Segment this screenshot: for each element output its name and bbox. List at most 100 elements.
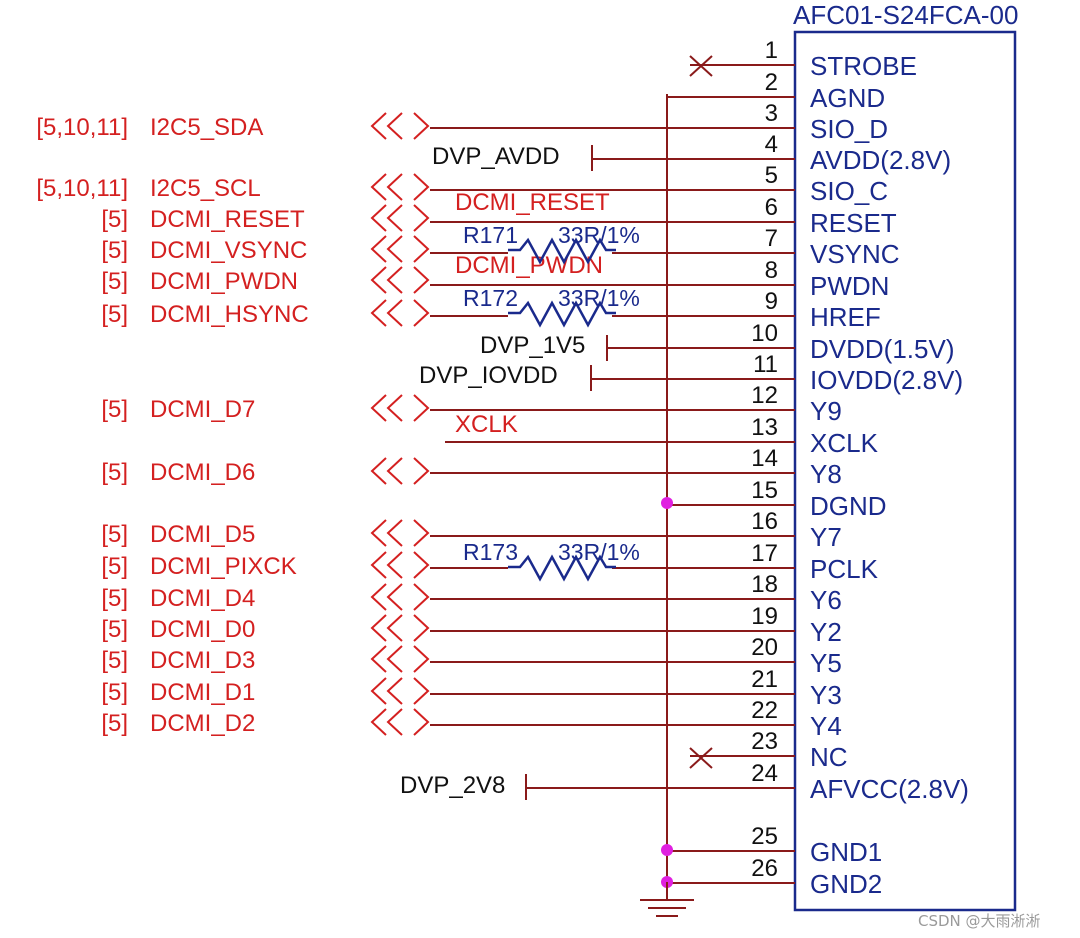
net-dcmi-d6: [5]DCMI_D6 <box>101 457 430 486</box>
connector-chevron <box>370 519 387 547</box>
net-dcmi-d2: [5]DCMI_D2 <box>101 708 430 737</box>
connector-chevron <box>370 677 387 705</box>
net-name: DCMI_RESET <box>150 206 305 233</box>
pin-name: Y6 <box>810 585 842 615</box>
wire-label-xclk: XCLK <box>455 411 518 438</box>
pin-name: NC <box>810 742 848 772</box>
connector-chevron <box>370 457 387 485</box>
net-ref: [5,10,11] <box>36 114 128 141</box>
pin-number: 17 <box>751 540 778 567</box>
net-dcmi-d4: [5]DCMI_D4 <box>101 583 430 612</box>
pin-name: Y4 <box>810 711 842 741</box>
connector-chevron <box>370 299 387 327</box>
net-ref: [5] <box>101 459 128 486</box>
pin-name: HREF <box>810 302 881 332</box>
pin-number: 16 <box>751 508 778 535</box>
pin-name: GND2 <box>810 869 882 899</box>
connector-chevron <box>413 112 430 140</box>
resistor-ref: R171 <box>463 222 518 248</box>
pin-name: PCLK <box>810 554 879 584</box>
pin-number: 20 <box>751 634 778 661</box>
net-dcmi-pwdn: [5] DCMI_PWDN <box>101 266 430 295</box>
pin-number: 2 <box>765 69 778 96</box>
pin-number: 22 <box>751 697 778 724</box>
connector-chevron <box>413 235 430 263</box>
net-dcmi-d7: [5]DCMI_D7 <box>101 394 430 423</box>
net-ref: [5] <box>101 268 128 295</box>
connector-chevron <box>386 519 403 547</box>
connector-chevron <box>413 551 430 579</box>
resistor-r172: R172 33R/1% <box>463 285 640 328</box>
connector-chevron <box>413 173 430 201</box>
connector-chevron <box>413 266 430 294</box>
power-label: DVP_1V5 <box>480 332 585 359</box>
net-ref: [5] <box>101 647 128 674</box>
net-name: DCMI_D4 <box>150 585 255 612</box>
connector-chevron <box>413 519 430 547</box>
pin-name: Y8 <box>810 459 842 489</box>
connector-chevron <box>413 583 430 611</box>
connector-chevron <box>413 614 430 642</box>
pin-number: 25 <box>751 823 778 850</box>
net-dcmi-vsync: [5]DCMI_VSYNC <box>101 235 430 264</box>
connector-chevron <box>413 457 430 485</box>
connector-chevron <box>386 394 403 422</box>
pin-number: 4 <box>765 131 778 158</box>
connector-chevron <box>386 457 403 485</box>
connector-chevron <box>386 645 403 673</box>
pins-layer: 1STROBE2AGND3SIO_D4AVDD(2.8V)5SIO_C6RESE… <box>751 37 969 899</box>
wire-label-pwdn: DCMI_PWDN <box>455 252 603 279</box>
pin-number: 18 <box>751 571 778 598</box>
net-dcmi-d5: [5]DCMI_D5 <box>101 519 430 548</box>
pin-name: Y7 <box>810 522 842 552</box>
connector-chevron <box>370 204 387 232</box>
net-name: DCMI_VSYNC <box>150 237 307 264</box>
net-ref: [5,10,11] <box>36 175 128 202</box>
net-ref: [5] <box>101 710 128 737</box>
pin-name: Y9 <box>810 396 842 426</box>
net-i2c5-scl: [5,10,11] I2C5_SCL <box>36 173 430 202</box>
net-name: DCMI_D1 <box>150 679 255 706</box>
connector-chevron <box>370 235 387 263</box>
pin-name: IOVDD(2.8V) <box>810 365 963 395</box>
pin-number: 14 <box>751 445 778 472</box>
connector-chevron <box>370 583 387 611</box>
pin-number: 5 <box>765 162 778 189</box>
connector-chevron <box>386 173 403 201</box>
pin-name: AVDD(2.8V) <box>810 145 951 175</box>
net-name: DCMI_PWDN <box>150 268 298 295</box>
pin-name: Y5 <box>810 648 842 678</box>
connector-chevron <box>386 708 403 736</box>
pin-name: SIO_D <box>810 114 888 144</box>
power-afvcc: DVP_2V8 <box>400 772 527 800</box>
power-label: DVP_2V8 <box>400 772 505 799</box>
net-dcmi-reset: [5]DCMI_RESET <box>101 204 430 233</box>
resistor-symbol <box>508 237 616 265</box>
pin-number: 12 <box>751 382 778 409</box>
pin-name: STROBE <box>810 51 917 81</box>
net-name: I2C5_SCL <box>150 175 261 202</box>
pin-number: 13 <box>751 414 778 441</box>
resistor-symbol <box>508 300 616 328</box>
wire-label-reset: DCMI_RESET <box>455 189 610 216</box>
pin-number: 19 <box>751 603 778 630</box>
pin-number: 7 <box>765 225 778 252</box>
net-dcmi-pixck: [5]DCMI_PIXCK <box>101 551 430 580</box>
connector-chevron <box>370 614 387 642</box>
connector-chevron <box>386 204 403 232</box>
junction-dot <box>661 497 673 509</box>
